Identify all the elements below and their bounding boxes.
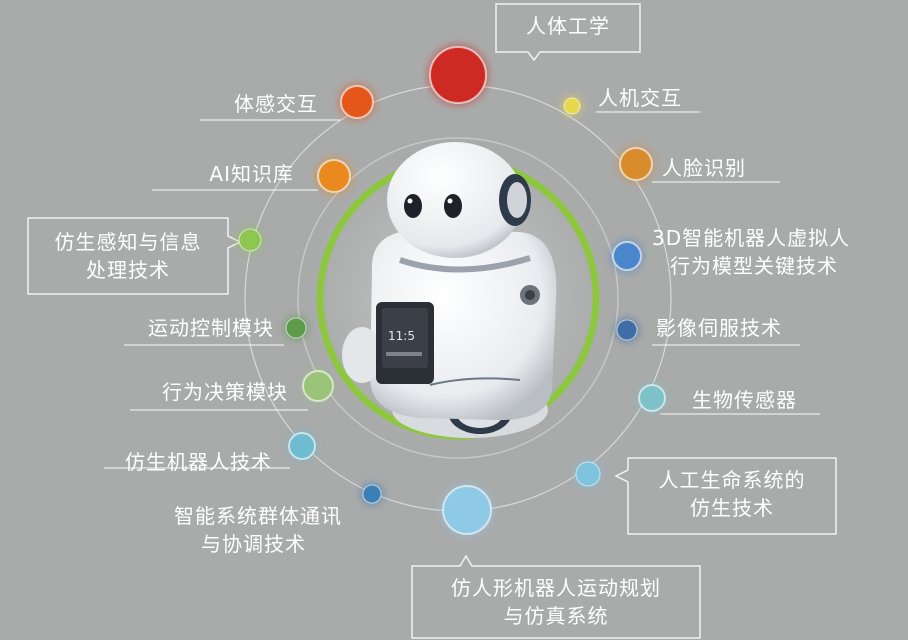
leader-lines	[104, 111, 820, 469]
marker-bionic-robot	[288, 432, 316, 460]
label-somatosensory: 体感交互	[234, 92, 318, 116]
label-artificial-life: 人工生命系统的 仿生技术	[658, 468, 806, 520]
callout-box-humanoid-motion	[411, 554, 701, 639]
label-bionic-robot: 仿生机器人技术	[125, 450, 272, 474]
label-3d-virtual-human: 3D智能机器人虚拟人 行为模型关键技术	[652, 226, 851, 278]
svg-text:11:5: 11:5	[388, 329, 415, 343]
marker-imaging-servo	[616, 319, 638, 341]
marker-motion-control	[285, 317, 307, 339]
label-ai-knowledge: AI知识库	[209, 162, 294, 186]
callout-box-ergonomics	[495, 3, 641, 62]
label-humanoid-motion: 仿人形机器人运动规划 与仿真系统	[451, 576, 661, 628]
callout-box-artificial-life	[614, 457, 837, 535]
inner-ring	[297, 137, 619, 459]
marker-3d-virtual-human	[612, 241, 642, 271]
marker-hci	[563, 97, 581, 115]
label-motion-control: 运动控制模块	[148, 316, 274, 340]
marker-artificial-life	[575, 461, 601, 487]
marker-decision	[302, 370, 334, 402]
label-imaging-servo: 影像伺服技术	[656, 316, 782, 340]
marker-ai-knowledge	[317, 159, 351, 193]
label-face-recognition: 人脸识别	[662, 156, 746, 180]
robot-illustration: 11:5	[342, 142, 557, 438]
marker-ergonomics	[429, 46, 487, 104]
label-hci: 人机交互	[598, 86, 682, 110]
label-biosensor: 生物传感器	[692, 388, 797, 412]
marker-face-recognition	[619, 147, 653, 181]
label-decision: 行为决策模块	[162, 380, 288, 404]
marker-humanoid-motion	[442, 485, 492, 535]
marker-biosensor	[638, 384, 666, 412]
marker-swarm-comm	[362, 484, 382, 504]
label-swarm-comm: 智能系统群体通讯 与协调技术	[174, 504, 342, 556]
marker-bionic-perception	[238, 228, 262, 252]
label-ergonomics: 人体工学	[526, 14, 610, 38]
node-markers	[235, 43, 669, 538]
label-bionic-perception: 仿生感知与信息 处理技术	[54, 230, 202, 282]
marker-somatosensory	[340, 85, 374, 119]
